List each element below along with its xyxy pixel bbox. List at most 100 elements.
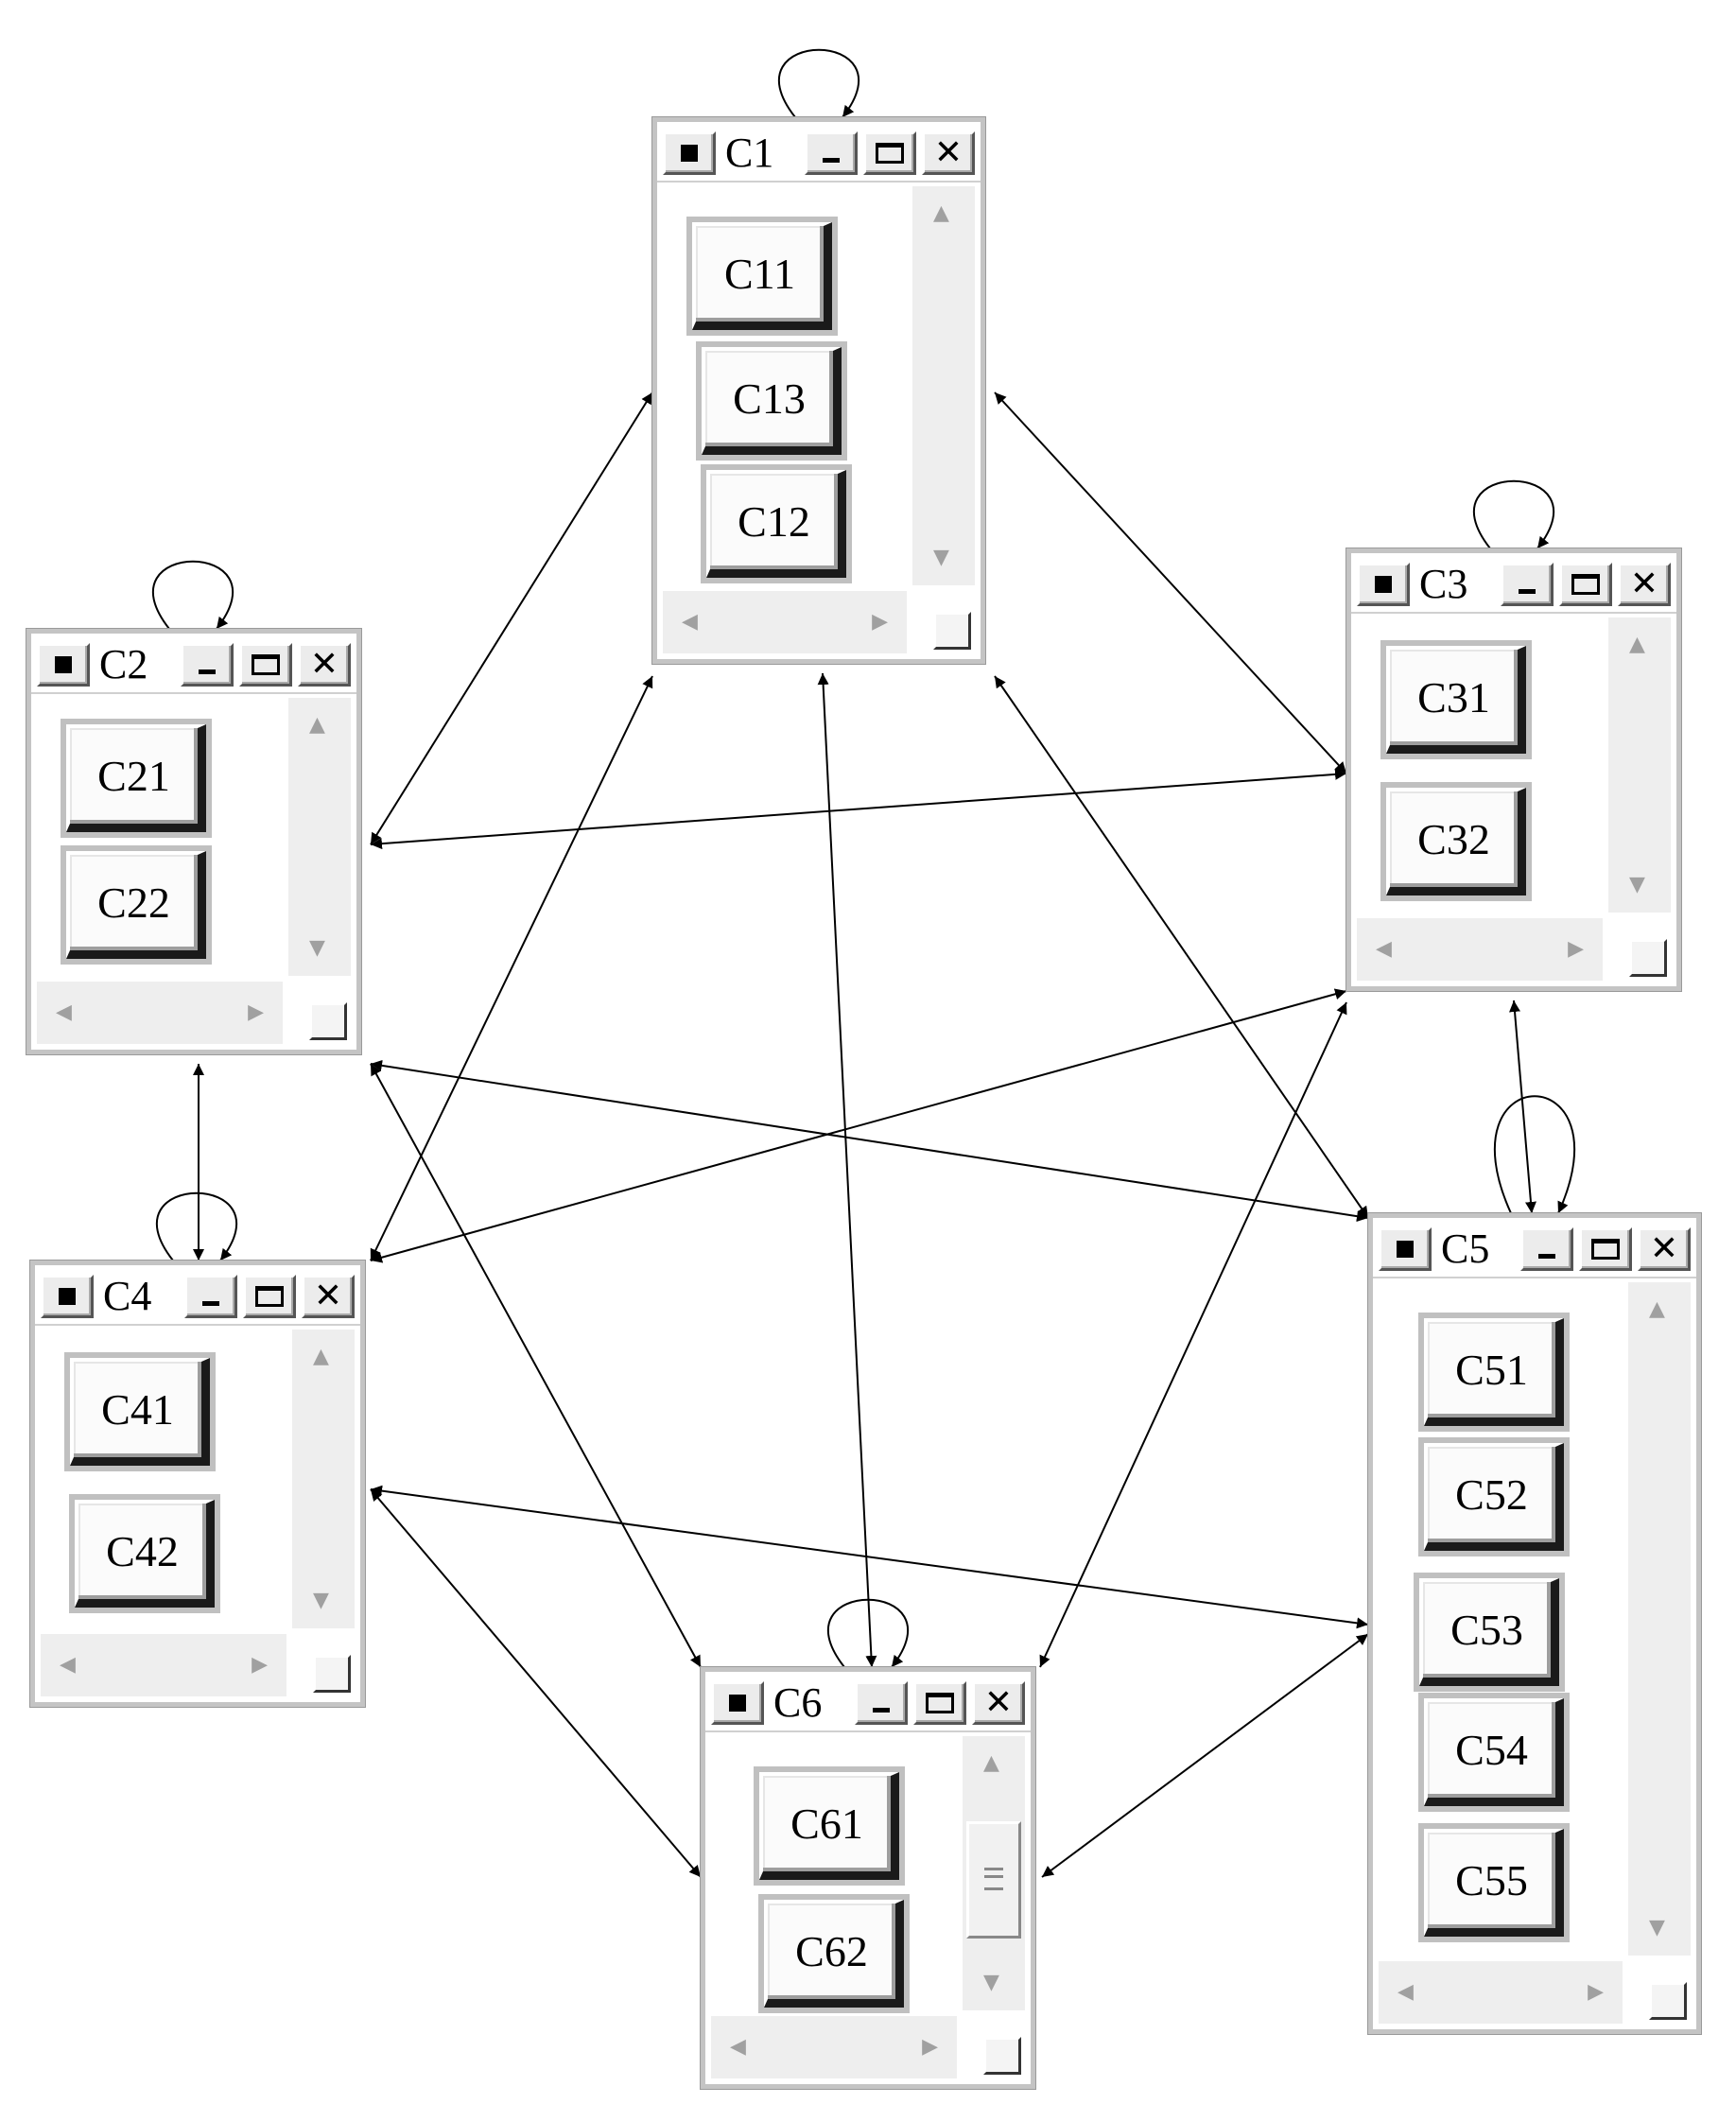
minimize-icon <box>823 157 840 163</box>
system-menu-button[interactable] <box>1357 563 1410 606</box>
system-menu-icon <box>59 1288 76 1305</box>
component-button-c54[interactable]: C54 <box>1418 1693 1570 1812</box>
vertical-scrollbar[interactable]: ▲▼ <box>292 1330 355 1628</box>
horizontal-scrollbar[interactable]: ◀▶ <box>663 591 907 653</box>
close-button[interactable]: ✕ <box>298 643 351 687</box>
system-menu-button[interactable] <box>41 1275 94 1318</box>
scroll-down-icon[interactable]: ▼ <box>933 546 949 569</box>
component-button-c62[interactable]: C62 <box>758 1894 910 2013</box>
scroll-up-icon[interactable]: ▲ <box>1649 1297 1665 1321</box>
component-button-c41[interactable]: C41 <box>64 1352 216 1471</box>
close-button[interactable]: ✕ <box>972 1681 1025 1725</box>
scroll-down-icon[interactable]: ▼ <box>983 1971 999 1994</box>
vertical-scrollbar[interactable]: ▲▼ <box>1608 617 1671 913</box>
component-button-c52[interactable]: C52 <box>1418 1437 1570 1556</box>
scroll-right-icon[interactable]: ▶ <box>1568 937 1584 961</box>
component-button-c55[interactable]: C55 <box>1418 1823 1570 1942</box>
component-button-c21[interactable]: C21 <box>61 719 212 838</box>
minimize-button[interactable] <box>1520 1227 1573 1271</box>
vertical-scrollbar[interactable]: ▲▼ <box>1628 1282 1691 1956</box>
edge-c5-c6 <box>1041 1633 1369 1878</box>
scroll-down-icon[interactable]: ▼ <box>1629 873 1645 896</box>
horizontal-scrollbar[interactable]: ◀▶ <box>37 982 283 1044</box>
scroll-down-icon[interactable]: ▼ <box>309 936 325 960</box>
button-label: C32 <box>1386 788 1526 896</box>
component-button-c42[interactable]: C42 <box>69 1494 220 1613</box>
size-grip-icon[interactable] <box>983 2037 1021 2075</box>
scroll-up-icon[interactable]: ▲ <box>983 1751 999 1775</box>
component-button-c11[interactable]: C11 <box>686 217 838 336</box>
minimize-button[interactable] <box>1501 563 1554 606</box>
close-button[interactable]: ✕ <box>922 131 975 175</box>
system-menu-icon <box>55 656 72 673</box>
scroll-up-icon[interactable]: ▲ <box>313 1345 329 1368</box>
scroll-thumb[interactable] <box>966 1821 1021 1939</box>
maximize-button[interactable] <box>1579 1227 1632 1271</box>
scroll-right-icon[interactable]: ▶ <box>872 610 888 634</box>
scroll-up-icon[interactable]: ▲ <box>1629 633 1645 656</box>
scroll-up-icon[interactable]: ▲ <box>933 201 949 225</box>
size-grip-icon[interactable] <box>309 1002 347 1040</box>
minimize-button[interactable] <box>855 1681 908 1725</box>
maximize-button[interactable] <box>239 643 292 687</box>
window-title: C3 <box>1419 561 1468 607</box>
self-loop-c5 <box>1493 1095 1576 1214</box>
scroll-down-icon[interactable]: ▼ <box>313 1589 329 1612</box>
button-label: C42 <box>75 1500 215 1608</box>
horizontal-scrollbar[interactable]: ◀▶ <box>1357 918 1603 981</box>
maximize-button[interactable] <box>913 1681 966 1725</box>
component-button-c61[interactable]: C61 <box>754 1766 905 1886</box>
close-button[interactable]: ✕ <box>302 1275 355 1318</box>
component-button-c22[interactable]: C22 <box>61 845 212 965</box>
scroll-right-icon[interactable]: ▶ <box>922 2035 938 2059</box>
component-button-c13[interactable]: C13 <box>696 341 847 461</box>
size-grip-icon[interactable] <box>1649 1982 1687 2020</box>
scroll-up-icon[interactable]: ▲ <box>309 713 325 737</box>
component-button-c12[interactable]: C12 <box>701 464 852 583</box>
scroll-left-icon[interactable]: ◀ <box>730 2035 746 2059</box>
system-menu-button[interactable] <box>711 1681 764 1725</box>
scroll-left-icon[interactable]: ◀ <box>682 610 698 634</box>
size-grip-icon[interactable] <box>933 612 971 650</box>
vertical-scrollbar[interactable]: ▲▼ <box>288 698 351 976</box>
scroll-right-icon[interactable]: ▶ <box>248 1000 264 1024</box>
button-label: C31 <box>1386 646 1526 754</box>
vertical-scrollbar[interactable]: ▲▼ <box>963 1736 1025 2010</box>
scroll-left-icon[interactable]: ◀ <box>1376 937 1392 961</box>
size-grip-icon[interactable] <box>1629 939 1667 977</box>
component-button-c51[interactable]: C51 <box>1418 1313 1570 1432</box>
scroll-left-icon[interactable]: ◀ <box>56 1000 72 1024</box>
maximize-button[interactable] <box>863 131 916 175</box>
minimize-button[interactable] <box>805 131 858 175</box>
horizontal-scrollbar[interactable]: ◀▶ <box>41 1634 286 1696</box>
horizontal-scrollbar[interactable]: ◀▶ <box>1379 1961 1623 2024</box>
minimize-icon <box>199 669 216 674</box>
component-button-c32[interactable]: C32 <box>1380 782 1532 901</box>
maximize-button[interactable] <box>1559 563 1612 606</box>
edge-c3-c6 <box>1039 1001 1347 1668</box>
horizontal-scrollbar[interactable]: ◀▶ <box>711 2016 957 2078</box>
maximize-icon <box>252 654 280 675</box>
system-menu-icon <box>1375 576 1392 593</box>
scroll-left-icon[interactable]: ◀ <box>1397 1980 1414 2004</box>
button-label: C61 <box>759 1772 899 1880</box>
scroll-right-icon[interactable]: ▶ <box>1588 1980 1604 2004</box>
scroll-down-icon[interactable]: ▼ <box>1649 1916 1665 1939</box>
vertical-scrollbar[interactable]: ▲▼ <box>912 186 975 585</box>
window-title: C4 <box>103 1273 152 1319</box>
maximize-button[interactable] <box>243 1275 296 1318</box>
minimize-button[interactable] <box>184 1275 237 1318</box>
scroll-right-icon[interactable]: ▶ <box>252 1653 268 1677</box>
minimize-button[interactable] <box>181 643 234 687</box>
size-grip-icon[interactable] <box>313 1655 351 1693</box>
system-menu-button[interactable] <box>663 131 716 175</box>
scroll-left-icon[interactable]: ◀ <box>60 1653 76 1677</box>
close-button[interactable]: ✕ <box>1618 563 1671 606</box>
system-menu-button[interactable] <box>37 643 90 687</box>
component-button-c53[interactable]: C53 <box>1414 1573 1565 1692</box>
component-button-c31[interactable]: C31 <box>1380 640 1532 759</box>
close-button[interactable]: ✕ <box>1638 1227 1691 1271</box>
system-menu-button[interactable] <box>1379 1227 1432 1271</box>
